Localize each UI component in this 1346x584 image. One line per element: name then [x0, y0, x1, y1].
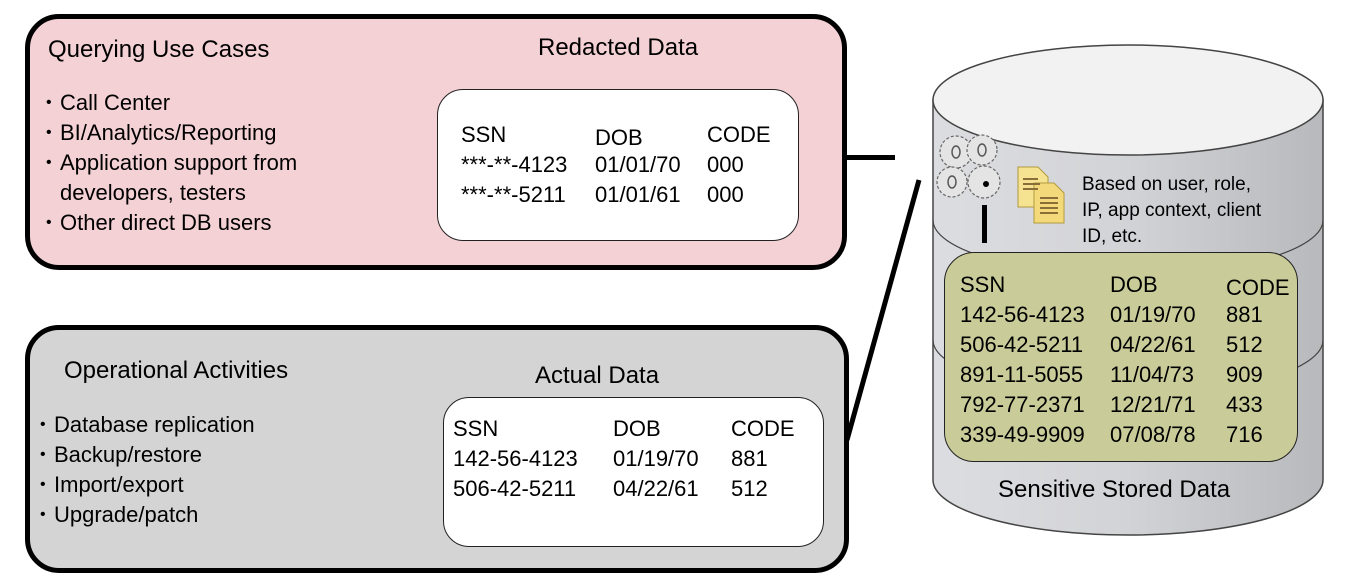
- header-code: CODE: [1226, 275, 1290, 300]
- header-ssn: SSN: [960, 272, 1006, 297]
- table-row: ***-**-4123 01/01/70 000: [461, 150, 771, 180]
- cell-ssn: ***-**-4123: [461, 152, 568, 177]
- cell-ssn: 506-42-5211: [960, 332, 1084, 357]
- table-row: 891-11-5055 11/04/73 909: [960, 360, 1290, 390]
- header-ssn: SSN: [453, 416, 499, 441]
- table-header-row: SSN DOB CODE: [960, 270, 1290, 300]
- redacted-data-table: SSN DOB CODE ***-**-4123 01/01/70 000 **…: [461, 120, 771, 210]
- cell-ssn: 339-49-9909: [960, 422, 1085, 447]
- table-row: 339-49-9909 07/08/78 716: [960, 420, 1290, 450]
- header-dob: DOB: [1110, 272, 1158, 297]
- actual-data-box: [443, 397, 824, 547]
- list-item: Call Center: [46, 88, 350, 118]
- table-header-row: SSN DOB CODE: [453, 414, 795, 444]
- cell-code: 881: [731, 446, 768, 471]
- cell-code: 000: [707, 182, 744, 207]
- table-row: 142-56-4123 01/19/70 881: [453, 444, 795, 474]
- cell-ssn: ***-**-5211: [461, 182, 566, 207]
- cell-dob: 04/22/61: [1110, 332, 1196, 357]
- cell-ssn: 142-56-4123: [453, 446, 578, 471]
- querying-bullet-list: Call Center BI/Analytics/Reporting Appli…: [46, 88, 350, 238]
- cell-dob: 07/08/78: [1110, 422, 1196, 447]
- policy-documents-icon: [1017, 166, 1065, 224]
- operational-bullet-list: Database replication Backup/restore Impo…: [40, 410, 255, 530]
- actual-data-table: SSN DOB CODE 142-56-4123 01/19/70 881 50…: [453, 414, 795, 504]
- table-row: 506-42-5211 04/22/61 512: [453, 474, 795, 504]
- cell-ssn: 142-56-4123: [960, 302, 1085, 327]
- cell-code: 716: [1226, 422, 1263, 447]
- list-item: Upgrade/patch: [40, 500, 255, 530]
- cell-code: 433: [1226, 392, 1263, 417]
- header-ssn: SSN: [461, 122, 507, 147]
- actual-data-title: Actual Data: [535, 362, 660, 389]
- cell-ssn: 792-77-2371: [960, 392, 1085, 417]
- table-row: ***-**-5211 01/01/61 000: [461, 180, 771, 210]
- cell-code: 881: [1226, 302, 1263, 327]
- cell-dob: 12/21/71: [1110, 392, 1196, 417]
- policy-note-line: Based on user, role,: [1082, 174, 1251, 195]
- list-item: Import/export: [40, 470, 255, 500]
- stored-data-table: SSN DOB CODE 142-56-4123 01/19/70 881 50…: [960, 270, 1290, 450]
- header-dob: DOB: [613, 416, 661, 441]
- policy-note-line: ID, etc.: [1082, 226, 1143, 247]
- cell-ssn: 891-11-5055: [960, 362, 1084, 387]
- redacted-data-title: Redacted Data: [538, 34, 699, 61]
- policy-note: Based on user, role, IP, app context, cl…: [1082, 172, 1261, 250]
- table-row: 792-77-2371 12/21/71 433: [960, 390, 1290, 420]
- policy-note-line: IP, app context, client: [1082, 200, 1262, 221]
- cell-dob: 04/22/61: [613, 476, 699, 501]
- list-item: Other direct DB users: [46, 208, 350, 238]
- list-item: Application support from developers, tes…: [46, 148, 350, 208]
- stored-data-box: [944, 252, 1298, 462]
- list-item: BI/Analytics/Reporting: [46, 118, 350, 148]
- cell-code: 512: [1226, 332, 1263, 357]
- table-row: 142-56-4123 01/19/70 881: [960, 300, 1290, 330]
- redacted-data-box: [437, 89, 799, 241]
- list-item: Database replication: [40, 410, 255, 440]
- cell-code: 512: [731, 476, 768, 501]
- connector-redacted: [845, 155, 895, 160]
- header-code: CODE: [707, 122, 771, 147]
- cell-dob: 01/19/70: [613, 446, 699, 471]
- cell-dob: 11/04/73: [1110, 362, 1195, 387]
- cell-code: 909: [1226, 362, 1263, 387]
- cell-code: 000: [707, 152, 744, 177]
- list-item: Backup/restore: [40, 440, 255, 470]
- table-row: 506-42-5211 04/22/61 512: [960, 330, 1290, 360]
- cell-dob: 01/19/70: [1110, 302, 1196, 327]
- cell-dob: 01/01/70: [595, 152, 681, 177]
- gears-icon: [936, 134, 1001, 199]
- table-header-row: SSN DOB CODE: [461, 120, 771, 150]
- cell-dob: 01/01/61: [595, 182, 681, 207]
- gear-stem: [982, 205, 987, 243]
- header-code: CODE: [731, 416, 795, 441]
- database-label: Sensitive Stored Data: [998, 476, 1231, 503]
- header-dob: DOB: [595, 125, 643, 150]
- querying-panel-title: Querying Use Cases: [48, 36, 270, 63]
- operational-panel-title: Operational Activities: [64, 357, 289, 384]
- cell-ssn: 506-42-5211: [453, 476, 577, 501]
